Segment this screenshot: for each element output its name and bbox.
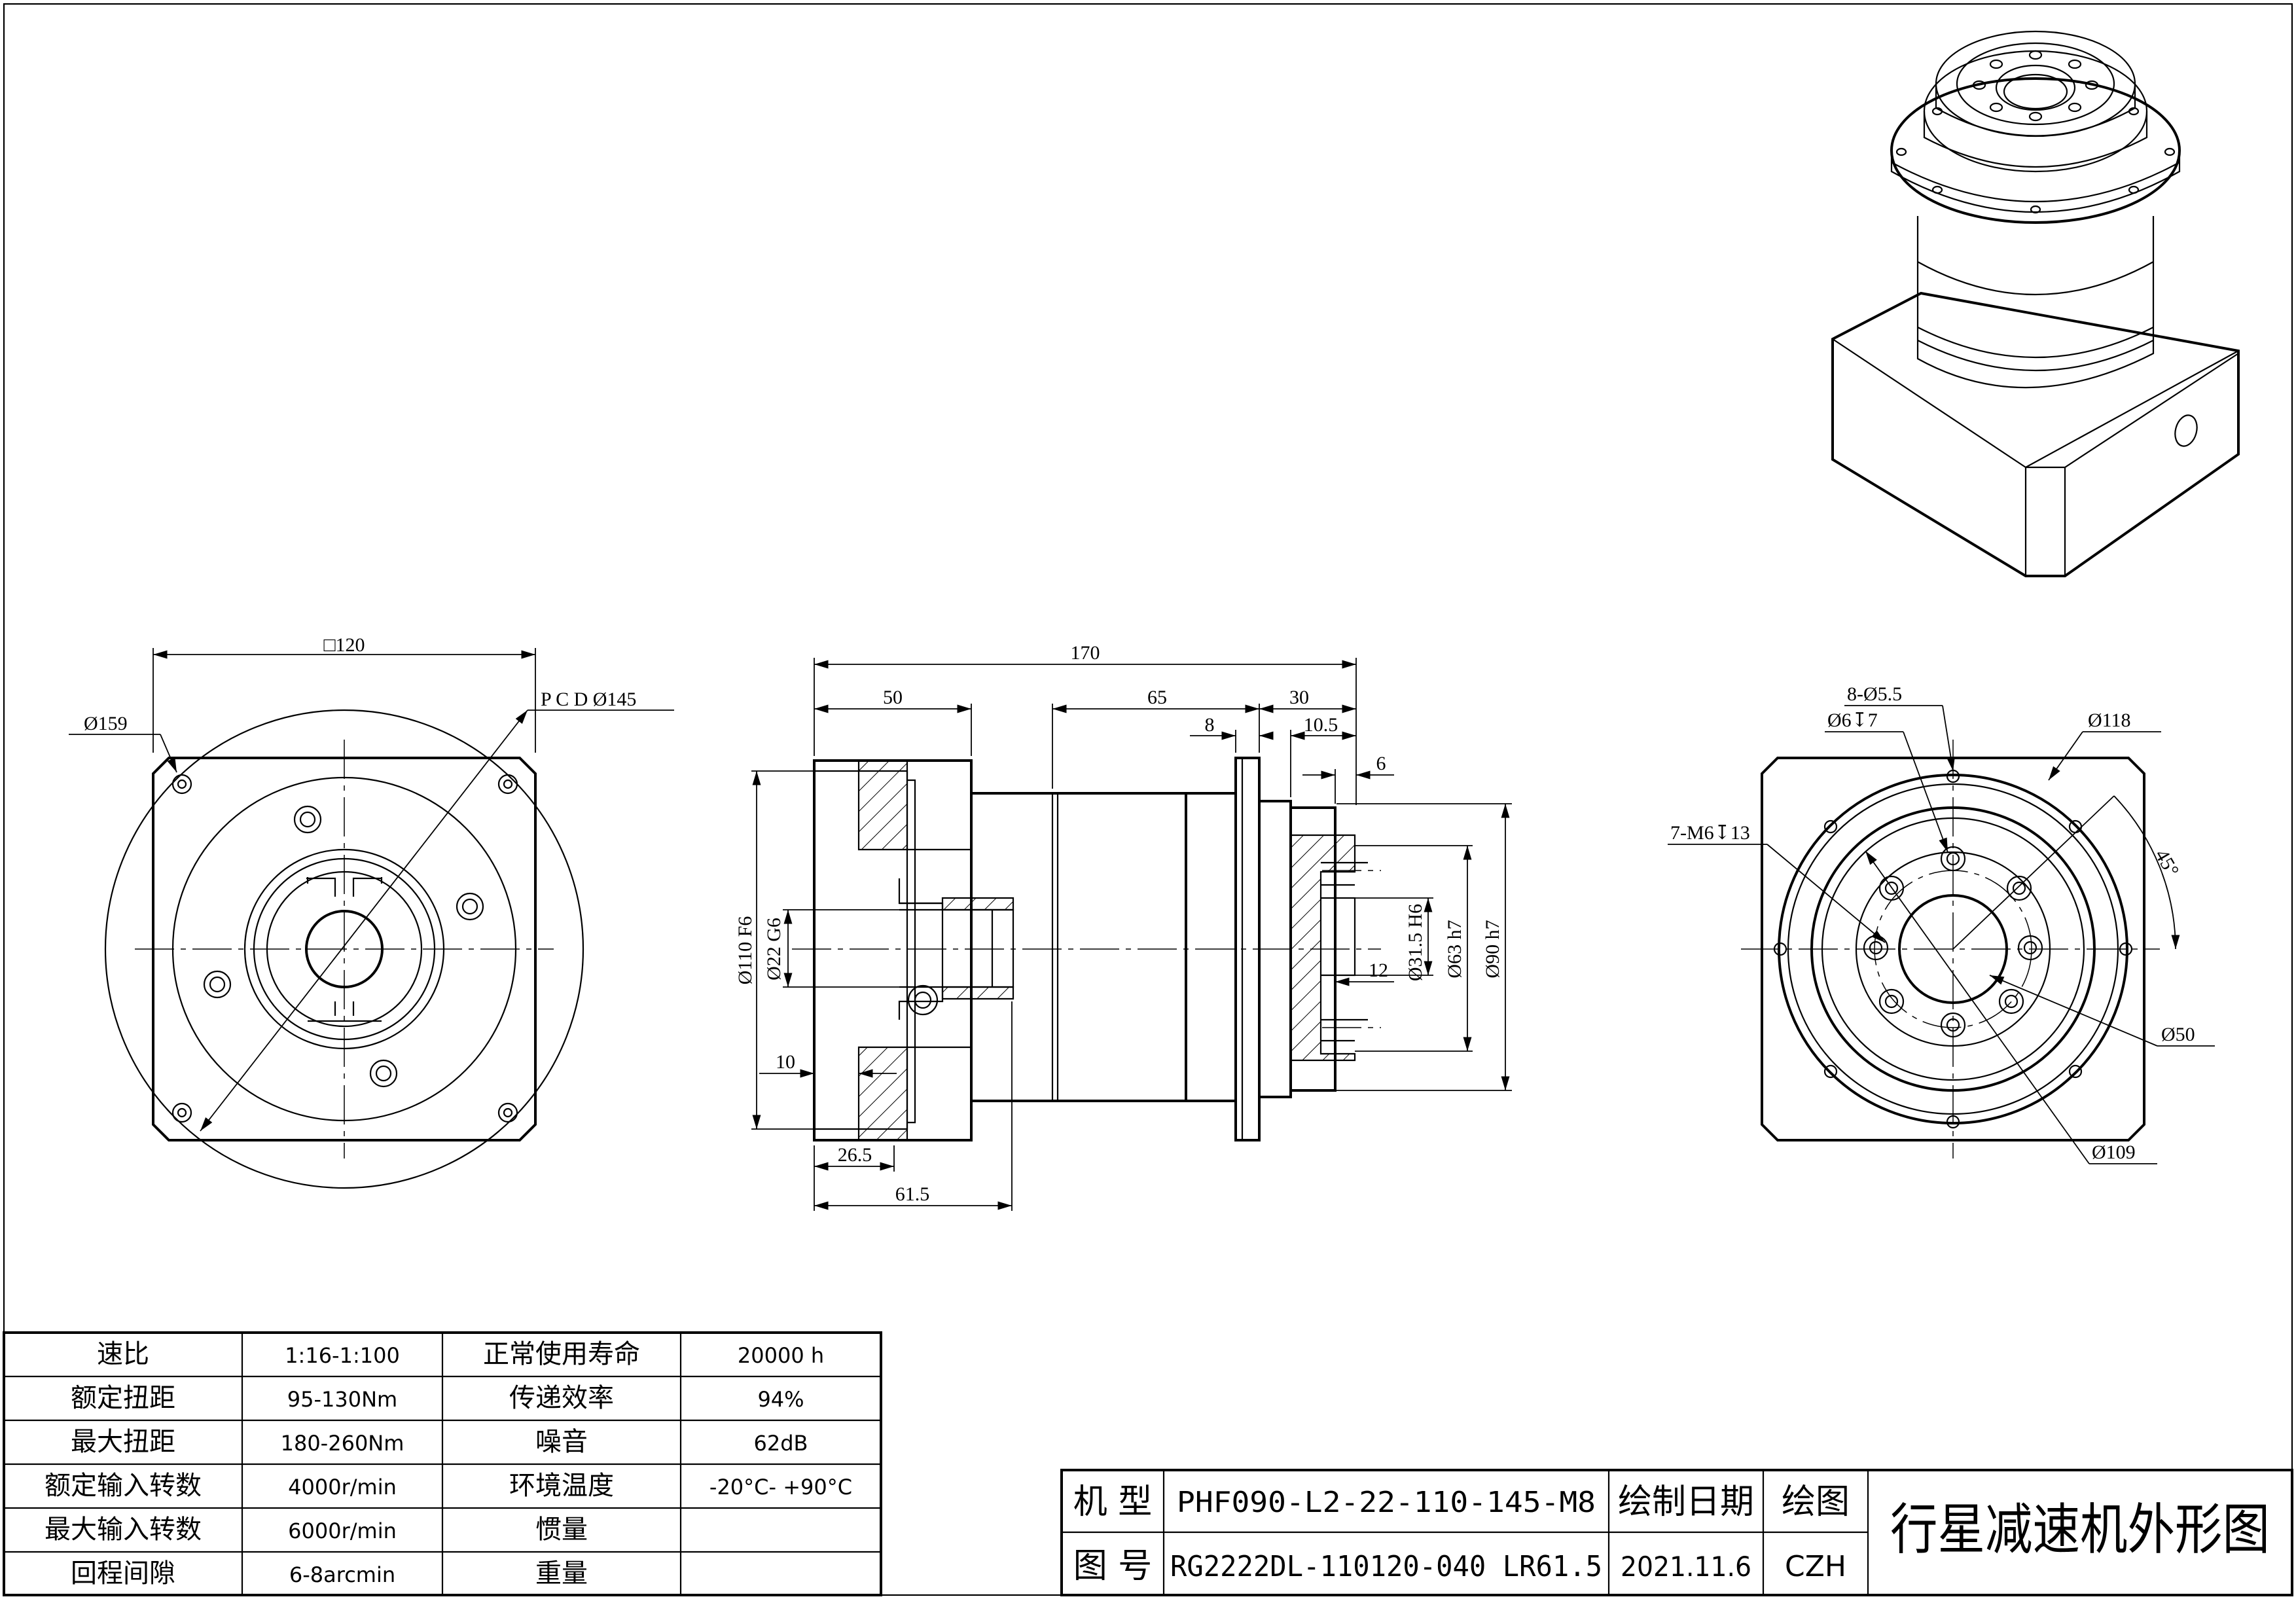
drawer-label: 绘图 xyxy=(1782,1482,1850,1522)
spec-value-3: -20°C- +90°C xyxy=(709,1475,852,1500)
spec-label-5: 回程间隙 xyxy=(71,1558,175,1589)
spec-label-3: 额定输入转数 xyxy=(45,1471,202,1501)
dim-dia-90: Ø90 h7 xyxy=(1482,920,1503,978)
dim-10: 10 xyxy=(776,1051,795,1073)
dim-pcd-145: P C D Ø145 xyxy=(541,689,636,710)
spec-value-0: 1:16-1:100 xyxy=(285,1343,400,1368)
dim-square-120: □120 xyxy=(323,634,365,656)
isometric-view xyxy=(1831,30,2240,577)
spec-table xyxy=(3,1331,882,1596)
dim-12: 12 xyxy=(1369,960,1388,981)
front-view: □120 Ø159 P C D Ø145 xyxy=(69,634,674,1189)
spec-value-5: 6-8arcmin xyxy=(289,1562,395,1587)
dim-10-5: 10.5 xyxy=(1304,714,1338,736)
spec-value-1: 94% xyxy=(757,1387,804,1412)
side-section-view: 170 50 65 30 8 10.5 6 12 10 26.5 61 xyxy=(734,642,1512,1211)
drawer-value: CZH xyxy=(1785,1550,1846,1583)
spec-label-2: 最大扭距 xyxy=(71,1427,175,1457)
dim-dia-22: Ø22 G6 xyxy=(763,918,785,980)
dim-dia-31-5: Ø31.5 H6 xyxy=(1405,904,1426,981)
dim-dia-50: Ø50 xyxy=(2161,1024,2195,1045)
spec-label-1: 额定扭距 xyxy=(71,1383,175,1413)
dim-dia-118: Ø118 xyxy=(2088,710,2131,731)
dim-angle-45: 45° xyxy=(2151,846,2183,880)
spec-label-1: 传递效率 xyxy=(509,1383,614,1413)
spec-label-5: 重量 xyxy=(535,1558,588,1589)
dim-dia-63: Ø63 h7 xyxy=(1444,920,1465,978)
dim-tap-7: 7-M6↧13 xyxy=(1670,822,1750,844)
dim-30: 30 xyxy=(1289,687,1309,708)
dim-8: 8 xyxy=(1205,714,1215,736)
spec-label-3: 环境温度 xyxy=(509,1471,614,1501)
dim-holes-8: 8-Ø5.5 xyxy=(1847,683,1902,705)
spec-value-1: 95-130Nm xyxy=(287,1387,397,1412)
title-block: 机 型 PHF090-L2-22-110-145-M8 图 号 RG2222DL… xyxy=(1060,1469,2293,1596)
dim-dia-159: Ø159 xyxy=(84,713,128,734)
dim-26-5: 26.5 xyxy=(838,1144,872,1166)
spec-table-rows: 速比 1:16-1:100 正常使用寿命 20000 h 额定扭距 95-130Nm 传递效… xyxy=(45,1339,852,1589)
dim-65: 65 xyxy=(1147,687,1167,708)
spec-value-0: 20000 h xyxy=(738,1343,824,1368)
drawing-no-value: RG2222DL-110120-040 LR61.5 xyxy=(1170,1550,1602,1583)
dim-depth-6: Ø6↧7 xyxy=(1827,710,1878,731)
draw-date-value: 2021.11.6 xyxy=(1621,1551,1751,1583)
spec-label-4: 最大输入转数 xyxy=(45,1515,202,1545)
dim-6: 6 xyxy=(1376,753,1386,774)
spec-value-2: 62dB xyxy=(754,1431,808,1456)
spec-label-0: 速比 xyxy=(97,1339,149,1369)
drawing-title: 行星减速机外形图 xyxy=(1890,1498,2270,1562)
dim-dia-109: Ø109 xyxy=(2092,1141,2136,1163)
dim-dia-110: Ø110 F6 xyxy=(734,916,756,985)
spec-label-4: 惯量 xyxy=(535,1515,588,1545)
spec-value-4: 6000r/min xyxy=(288,1518,397,1543)
spec-label-2: 噪音 xyxy=(535,1427,588,1457)
spec-value-3: 4000r/min xyxy=(288,1475,397,1500)
dim-50: 50 xyxy=(883,687,903,708)
output-view: 45° 8-Ø5.5 Ø6↧7 Ø118 7-M6↧13 Ø50 Ø109 xyxy=(1668,683,2215,1164)
spec-label-0: 正常使用寿命 xyxy=(483,1339,640,1369)
dim-170: 170 xyxy=(1071,642,1100,664)
model-value: PHF090-L2-22-110-145-M8 xyxy=(1177,1486,1596,1519)
model-label: 机 型 xyxy=(1073,1482,1153,1522)
draw-date-label: 绘制日期 xyxy=(1618,1482,1754,1522)
dim-61-5: 61.5 xyxy=(895,1183,930,1205)
spec-value-2: 180-260Nm xyxy=(281,1431,404,1456)
drawing-no-label: 图 号 xyxy=(1073,1547,1153,1586)
